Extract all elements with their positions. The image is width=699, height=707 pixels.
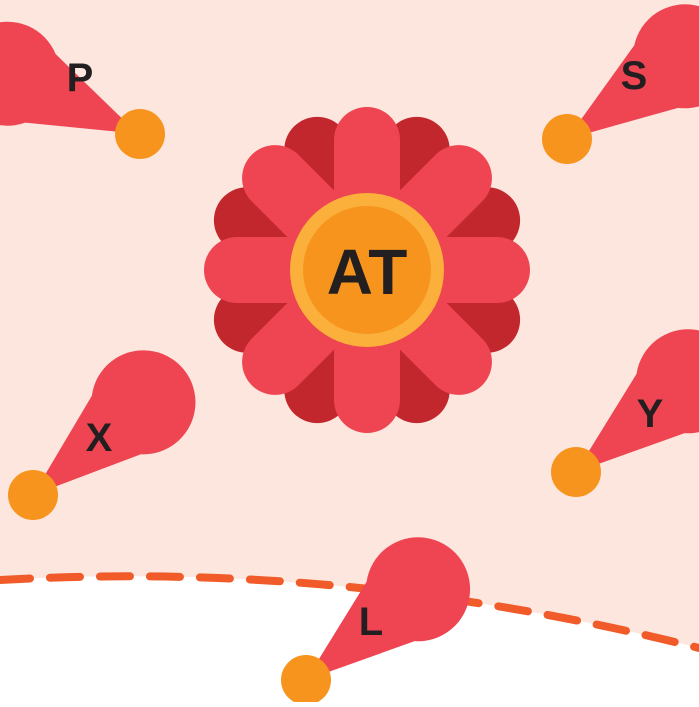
drop-body — [306, 537, 470, 680]
drop-label: L — [359, 600, 383, 644]
drop-x: X — [8, 350, 196, 520]
petal-light-2 — [415, 237, 530, 303]
drop-p: P — [0, 21, 165, 159]
drop-s: S — [542, 4, 699, 164]
flower-center — [303, 206, 431, 334]
drop-label: P — [67, 56, 94, 100]
drop-body — [567, 4, 699, 139]
drop-l: L — [281, 537, 470, 705]
drop-label: X — [86, 416, 113, 460]
drop-body — [33, 350, 196, 495]
petals-light — [204, 107, 530, 433]
drop-body — [0, 21, 138, 134]
petal-light-0 — [334, 107, 400, 222]
drop-dot — [8, 470, 58, 520]
petal-light-6 — [204, 237, 319, 303]
drop-label: Y — [637, 392, 664, 436]
flower: AT — [204, 107, 530, 433]
boundary-dashed-line — [0, 572, 699, 652]
drop-dot — [281, 655, 331, 705]
drop-dot — [115, 109, 165, 159]
center-label: AT — [327, 236, 408, 308]
petal-light-4 — [334, 318, 400, 433]
drop-dot — [551, 447, 601, 497]
drop-label: S — [621, 54, 648, 98]
drop-dot — [542, 114, 592, 164]
